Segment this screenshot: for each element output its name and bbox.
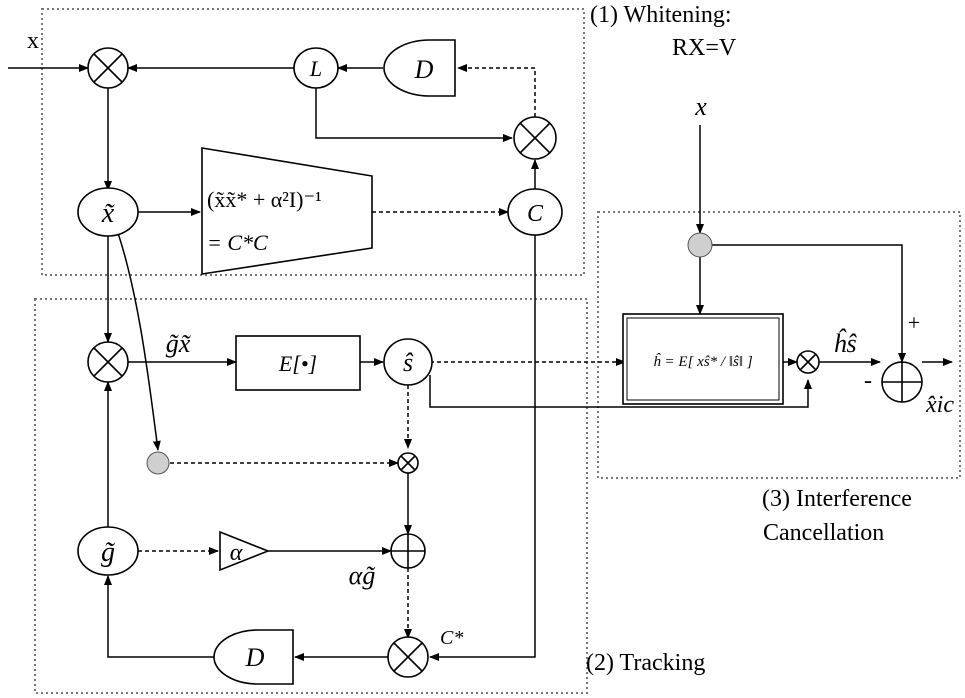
x-tilde-label: x̃ — [101, 198, 116, 229]
interference-caption-line2: Cancellation — [763, 520, 885, 546]
input-x-top-label: x — [27, 28, 39, 54]
interference-caption-line1: (3) Interference — [762, 486, 912, 512]
gray-node-tracking — [146, 451, 170, 475]
covariance-block — [201, 147, 373, 275]
edge-D-to-gtilde — [104, 575, 214, 658]
expectation-block — [235, 335, 361, 391]
hs-label: ĥŝ — [833, 329, 857, 358]
edge-L-to-mult — [315, 88, 513, 142]
D-top-label: D — [414, 55, 434, 84]
multiplier-node-whitening-feedback — [513, 116, 557, 160]
edge-gray-to-sumright — [712, 244, 906, 363]
whitening-region — [41, 8, 585, 276]
node-L — [293, 47, 339, 89]
minus-sign: - — [864, 368, 872, 394]
cov-formula-line2: = C*C — [207, 230, 268, 255]
multiplier-node-tracking-low — [387, 636, 429, 678]
node-x-tilde — [77, 187, 139, 237]
multiplier-node-tracking-input — [87, 341, 129, 383]
plus-sign: + — [908, 310, 920, 335]
whitening-caption-line1: (1) Whitening: — [590, 2, 732, 28]
sum-node-interference — [881, 361, 923, 403]
edge-mult-to-D — [457, 64, 536, 124]
delay-D-bottom — [213, 629, 294, 685]
h-estimate-label: ĥ = E[ xŝ* / ‖ŝ‖ ] — [653, 353, 753, 370]
tracking-caption: (2) Tracking — [586, 650, 706, 676]
node-g-tilde — [77, 526, 139, 576]
C-label: C — [527, 201, 544, 227]
h-estimate-block — [622, 313, 784, 405]
multiplier-node-tracking-mid — [397, 452, 419, 474]
gx-label: g̃x̃ — [166, 329, 192, 358]
node-s-hat — [383, 338, 433, 386]
x-ic-label: x̂ic — [925, 392, 954, 418]
alpha-g-label: αg̃ — [349, 561, 376, 590]
edge-xtilde-to-gray — [117, 232, 161, 451]
whitening-caption-line2: RX=V — [672, 35, 737, 61]
g-tilde-label: g̃ — [101, 537, 116, 568]
input-x-right-label: x — [694, 92, 707, 121]
cov-formula-line1: (x̃x̃* + α²I)⁻¹ — [207, 187, 322, 212]
D-bottom-label: D — [245, 643, 265, 672]
edge-C-to-multlow — [429, 235, 536, 661]
multiplier-node-interference — [796, 350, 820, 374]
L-label: L — [309, 56, 322, 81]
gray-node-interference — [687, 232, 713, 258]
sum-node-tracking — [390, 533, 426, 569]
alpha-gain — [219, 530, 271, 572]
delay-D-top — [383, 39, 456, 97]
c-star-label: C* — [440, 627, 463, 649]
s-hat-label: ŝ — [403, 348, 414, 377]
expectation-label: E[•] — [278, 351, 317, 376]
edge-shat-to-multh — [429, 375, 812, 408]
multiplier-node-whitening-input — [87, 47, 129, 89]
interference-region — [597, 211, 961, 479]
alpha-label: α — [230, 540, 243, 566]
tracking-region — [34, 298, 588, 694]
node-C — [507, 188, 563, 236]
